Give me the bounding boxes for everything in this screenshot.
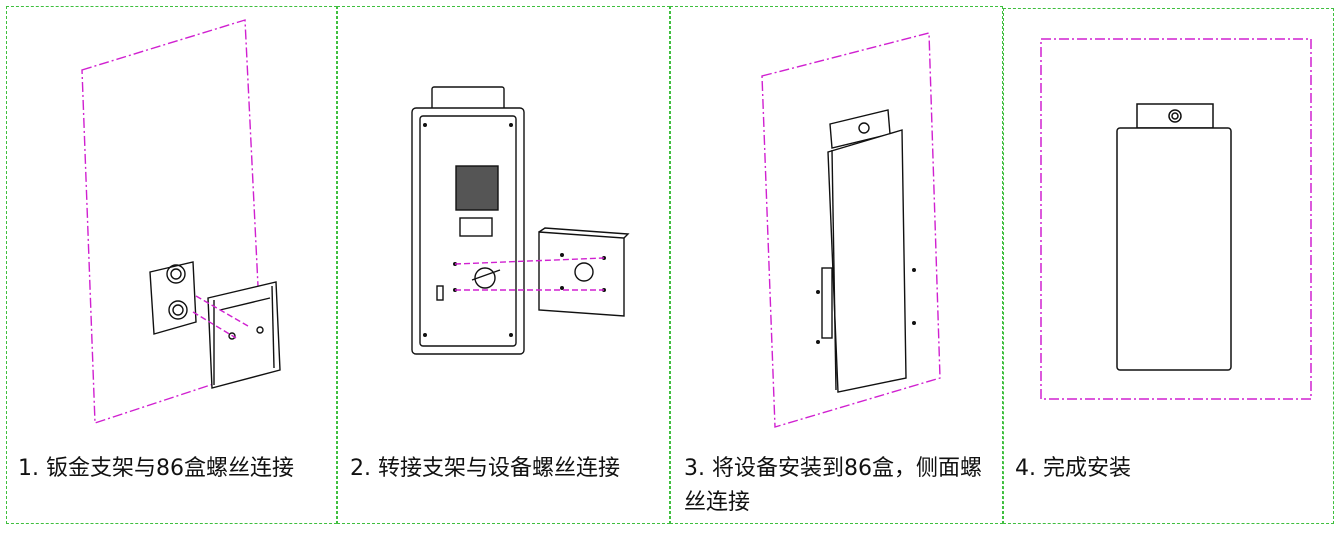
box-86 [149,261,197,335]
step-4-panel [1003,8,1334,524]
device-back-panel [411,107,525,355]
device-camera-head [1136,103,1214,129]
step-3-drawing [761,32,941,428]
step-2-panel [337,6,670,524]
step-1-panel [6,6,337,524]
step-2-caption: 2. 转接支架与设备螺丝连接 [350,456,620,481]
step-1-caption: 1. 钣金支架与86盒螺丝连接 [18,456,294,481]
step-3-caption: 3. 将设备安装到86盒，侧面螺丝连接 [684,456,982,515]
wall-plane [1040,38,1312,400]
step-4-caption: 4. 完成安装 [1015,456,1131,481]
device-body [827,129,907,393]
speaker-grille [455,165,499,211]
step-4-drawing [1040,38,1312,400]
step-2-drawing [411,86,630,355]
adapter-bracket [538,231,625,317]
step-1-drawing [81,19,281,424]
wall-plane [761,32,941,428]
step-3-panel [670,6,1003,524]
device-body [1116,127,1232,371]
